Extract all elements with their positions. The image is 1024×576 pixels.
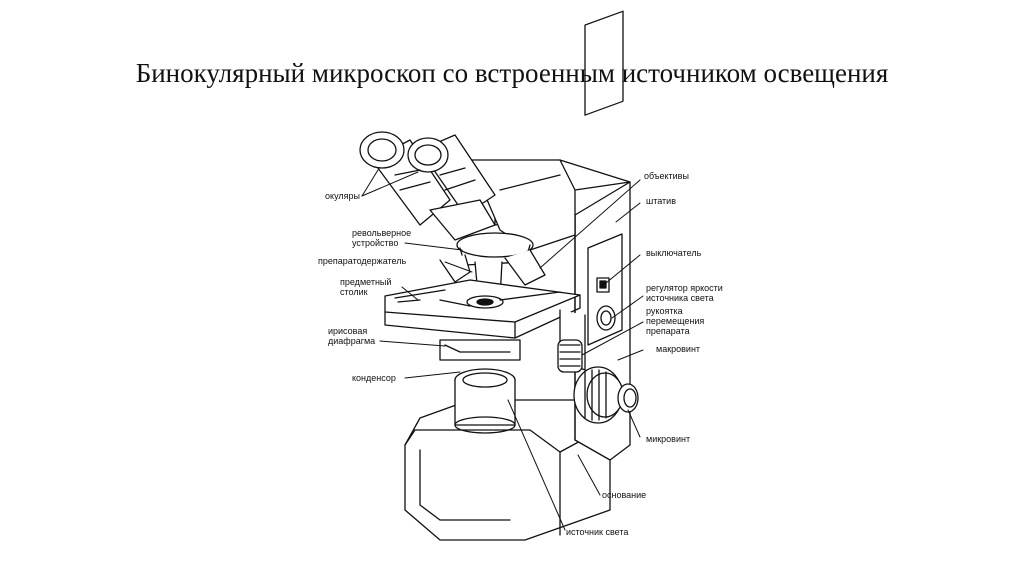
focus-knobs	[573, 366, 639, 424]
label-stolik-line1: предметный	[340, 277, 392, 287]
brightness-knob	[596, 305, 616, 331]
label-stolik-line2: столик	[340, 287, 368, 297]
label-iris-line1: ирисовая	[328, 326, 368, 336]
page-title: Бинокулярный микроскоп со встроенным ист…	[135, 58, 889, 88]
label-preparatoderzhatel: препаратодержатель	[318, 256, 407, 266]
eyepieces	[359, 131, 496, 241]
label-okulyary: окуляры	[325, 191, 360, 201]
label-kondensor: конденсор	[352, 373, 396, 383]
stage-control	[557, 309, 586, 373]
label-revolver-line1: револьверное	[352, 228, 412, 238]
label-revolver-line2: устройство	[352, 238, 399, 248]
label-iris-line2: диафрагма	[328, 336, 376, 346]
label-regulyator-line1: регулятор яркости	[646, 283, 723, 293]
nosepiece	[439, 232, 546, 303]
label-makrovint: макровинт	[656, 344, 701, 354]
label-istochnik-sveta: источник света	[566, 527, 629, 537]
label-shtativ: штатив	[646, 196, 676, 206]
label-rukoyatka-line1: рукоятка	[646, 306, 683, 316]
condenser	[439, 339, 521, 434]
label-vyklyuchatel: выключатель	[646, 248, 702, 258]
label-obektivy: объективы	[644, 171, 689, 181]
arm	[469, 159, 576, 251]
label-mikrovint: микровинт	[646, 434, 691, 444]
stage	[384, 279, 581, 339]
base	[404, 379, 611, 541]
label-osnovanie: основание	[602, 490, 647, 500]
label-regulyator-line2: источника света	[646, 293, 714, 303]
label-rukoyatka-line3: препарата	[646, 326, 690, 336]
label-rukoyatka-line2: перемещения	[646, 316, 705, 326]
leader-lines	[361, 169, 644, 531]
